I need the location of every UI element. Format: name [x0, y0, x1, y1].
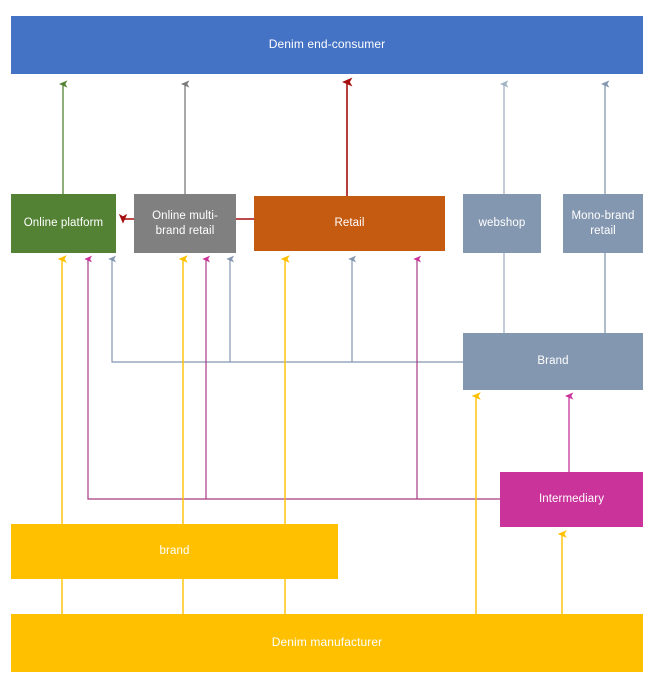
node-label: brand [159, 545, 190, 558]
node-webshop[interactable]: webshop [463, 194, 541, 253]
node-label: webshop [478, 217, 526, 230]
node-online-multi-brand-retail[interactable]: Online multi-brand retail [134, 194, 236, 253]
node-label: Brand [537, 355, 569, 368]
node-mono-brand-retail[interactable]: Mono-brand retail [563, 194, 643, 253]
node-label: Mono-brand retail [571, 209, 635, 237]
edge-intermediary-to-online-platform [84, 255, 500, 500]
edge-brand-to-online-platform [108, 255, 463, 363]
node-label: Denim end-consumer [268, 37, 386, 52]
node-label: Retail [334, 217, 365, 230]
node-online-platform[interactable]: Online platform [11, 194, 116, 253]
node-intermediary[interactable]: Intermediary [500, 472, 643, 527]
node-label: Intermediary [538, 493, 605, 506]
node-label: Online platform [23, 217, 104, 230]
node-retail[interactable]: Retail [254, 196, 445, 251]
node-end-consumer[interactable]: Denim end-consumer [11, 16, 643, 74]
node-brand-lower[interactable]: brand [11, 524, 338, 579]
node-denim-manufacturer[interactable]: Denim manufacturer [11, 614, 643, 672]
node-brand[interactable]: Brand [463, 333, 643, 390]
node-label: Online multi-brand retail [152, 209, 218, 237]
node-label: Denim manufacturer [271, 635, 383, 650]
